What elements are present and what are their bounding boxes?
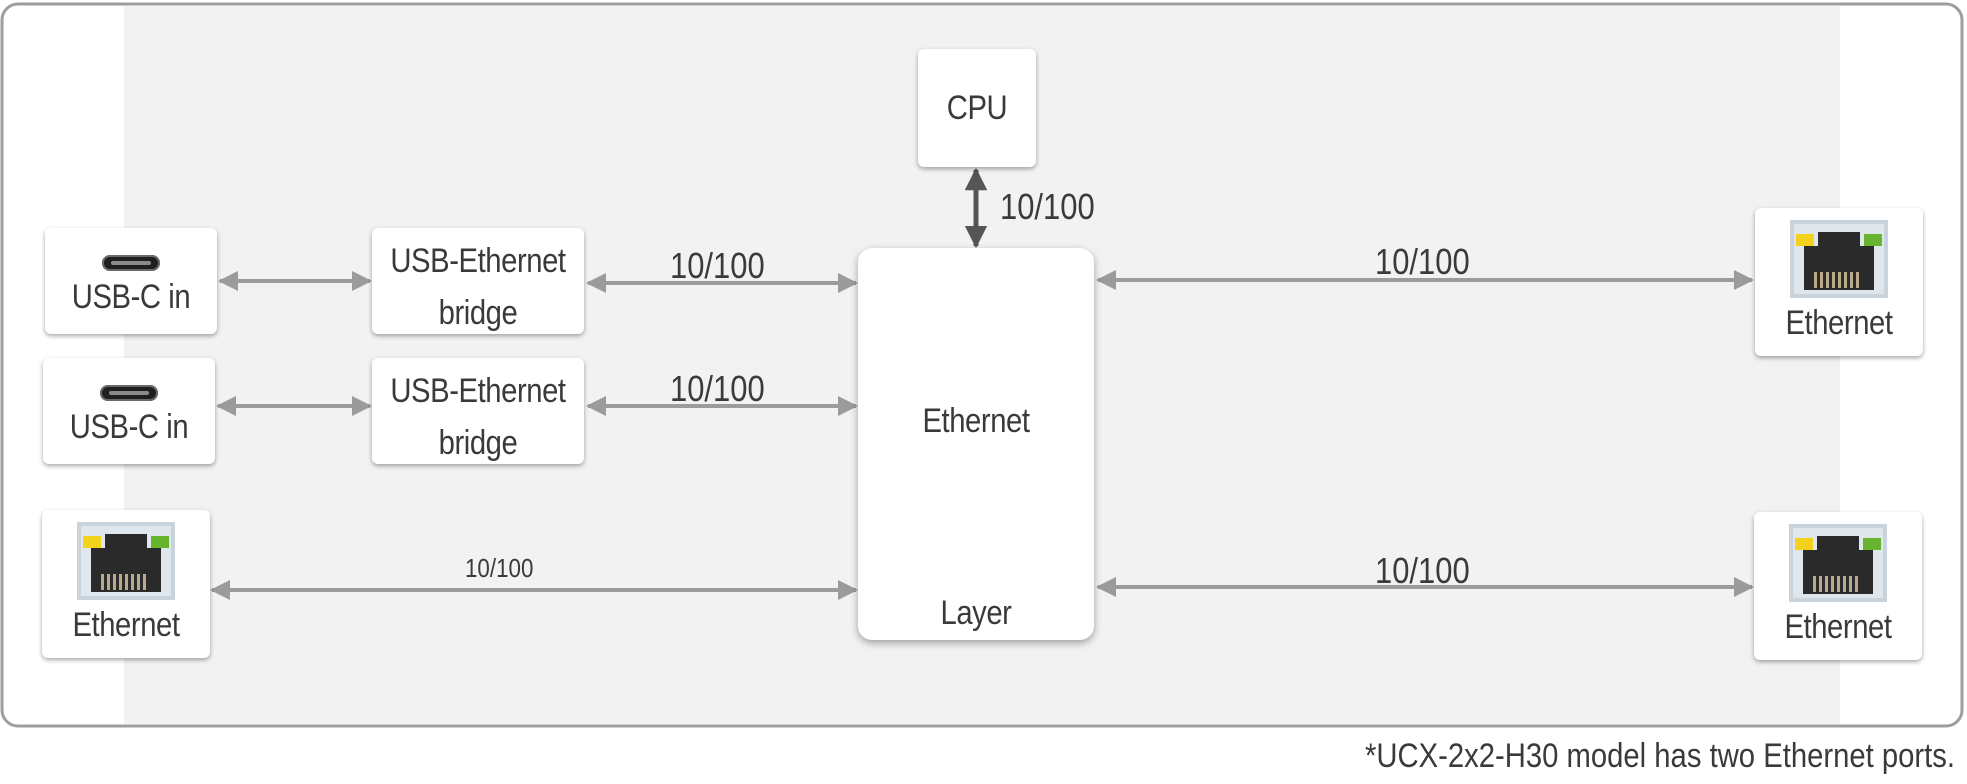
rj45-port-icon bbox=[77, 522, 175, 600]
usbc-in-1-label: USB-C in bbox=[71, 278, 191, 316]
ethernet-layer-node: Ethernet Layer bbox=[858, 248, 1094, 640]
link-label-bridge2-layer: 10/100 bbox=[670, 368, 765, 409]
cpu-node: CPU bbox=[918, 49, 1036, 167]
ethernet-layer-label-line-1: Ethernet bbox=[922, 402, 1030, 440]
link-label-cpu-layer: 10/100 bbox=[1000, 186, 1095, 227]
link-label-layer-ethernet-right-top: 10/100 bbox=[1375, 241, 1470, 282]
link-label-bridge1-layer: 10/100 bbox=[670, 245, 765, 286]
bridge-1-label-line-1: USB-Ethernet bbox=[390, 242, 566, 280]
bridge-1-label-line-2: bridge bbox=[438, 294, 518, 332]
bridge-2-label-line-2: bridge bbox=[438, 424, 518, 462]
ethernet-right-bottom-label: Ethernet bbox=[1784, 608, 1892, 646]
link-label-layer-ethernet-right-bottom: 10/100 bbox=[1375, 550, 1470, 591]
ethernet-right-top-label: Ethernet bbox=[1785, 304, 1893, 342]
usb-ethernet-bridge-2: USB-Ethernet bridge bbox=[372, 358, 584, 464]
ethernet-port-left: Ethernet bbox=[42, 510, 210, 658]
ethernet-layer-label-line-2: Layer bbox=[940, 594, 1012, 632]
usb-c-port-icon bbox=[100, 385, 158, 401]
link-label-ethernet-left-layer: 10/100 bbox=[465, 553, 534, 583]
usb-ethernet-bridge-1: USB-Ethernet bridge bbox=[372, 228, 584, 334]
ethernet-port-right-bottom: Ethernet bbox=[1754, 512, 1922, 660]
usb-c-port-icon bbox=[102, 255, 160, 271]
ethernet-left-label: Ethernet bbox=[72, 606, 180, 644]
rj45-port-icon bbox=[1789, 524, 1887, 602]
usbc-in-2: USB-C in bbox=[43, 358, 215, 464]
rj45-port-icon bbox=[1790, 220, 1888, 298]
usbc-in-1: USB-C in bbox=[45, 228, 217, 334]
footnote: *UCX-2x2-H30 model has two Ethernet port… bbox=[1365, 737, 1955, 775]
cpu-label: CPU bbox=[946, 89, 1008, 127]
bridge-2-label-line-1: USB-Ethernet bbox=[390, 372, 566, 410]
usbc-in-2-label: USB-C in bbox=[69, 408, 189, 446]
ethernet-port-right-top: Ethernet bbox=[1755, 208, 1923, 356]
